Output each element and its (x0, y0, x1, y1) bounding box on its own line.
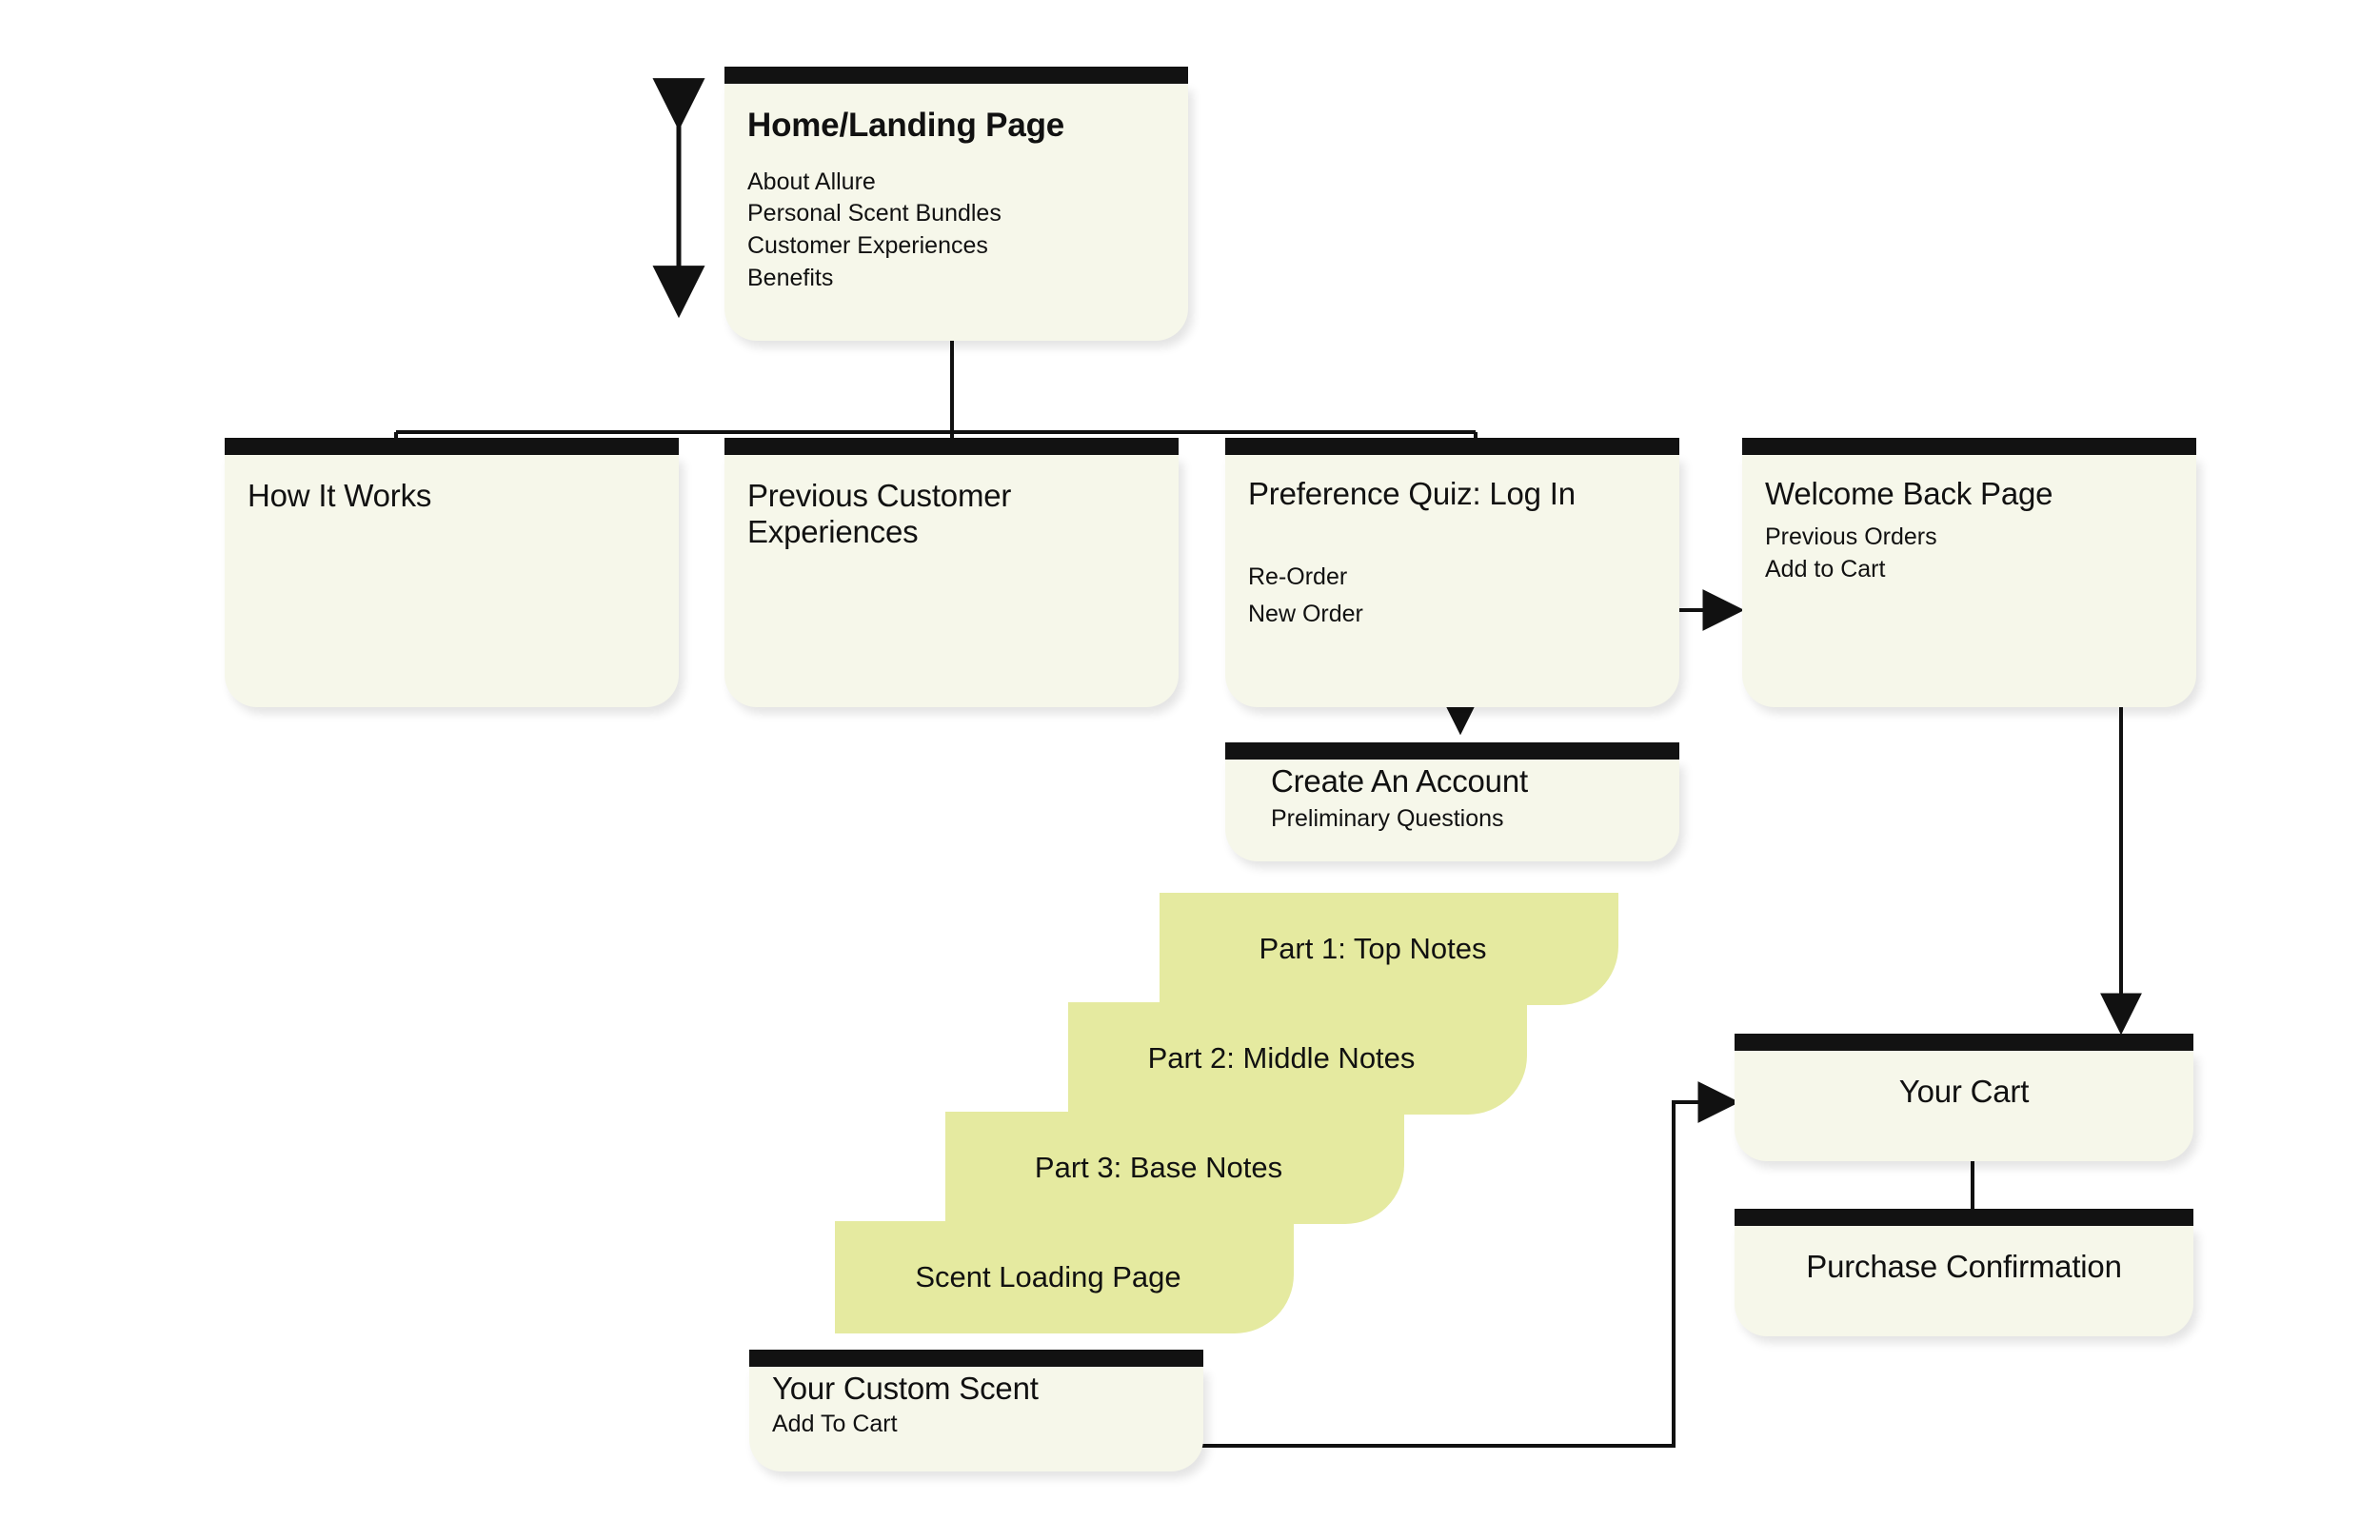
card-header-bar (1735, 1034, 2193, 1051)
home-to-row2-tree (394, 341, 1478, 440)
node-title: Your Custom Scent (772, 1371, 1039, 1406)
node-title: Preference Quiz: Log In (1248, 476, 1576, 511)
node-scent-loading-page[interactable]: Scent Loading Page (835, 1221, 1294, 1333)
node-title: Part 2: Middle Notes (1147, 1041, 1416, 1076)
node-part-1-top-notes[interactable]: Part 1: Top Notes (1160, 893, 1618, 1005)
node-title: Your Cart (1898, 1074, 2030, 1109)
node-how-it-works[interactable]: How It Works (225, 438, 679, 707)
node-item[interactable]: Personal Scent Bundles (747, 200, 1002, 227)
card-body (225, 455, 679, 707)
card-body (1225, 760, 1679, 861)
node-your-custom-scent[interactable]: Your Custom Scent Add To Cart (749, 1350, 1203, 1471)
node-item-new-order[interactable]: New Order (1248, 601, 1363, 627)
node-part-3-base-notes[interactable]: Part 3: Base Notes (945, 1112, 1404, 1224)
node-item-re-order[interactable]: Re-Order (1248, 563, 1348, 590)
card-header-bar (1225, 438, 1679, 455)
card-header-bar (724, 67, 1188, 84)
node-create-an-account[interactable]: Create An Account Preliminary Questions (1225, 742, 1679, 861)
node-welcome-back-page[interactable]: Welcome Back Page Previous Orders Add to… (1742, 438, 2196, 707)
node-title: Previous Customer Experiences (747, 478, 1012, 550)
card-header-bar (1225, 742, 1679, 760)
card-body (1735, 1051, 2193, 1161)
node-item-add-to-cart[interactable]: Add To Cart (772, 1411, 898, 1438)
card-header-bar (1735, 1209, 2193, 1226)
node-purchase-confirmation[interactable]: Purchase Confirmation (1735, 1209, 2193, 1336)
node-previous-customer-experiences[interactable]: Previous Customer Experiences (724, 438, 1179, 707)
node-title: Welcome Back Page (1765, 476, 2053, 511)
card-body (1735, 1226, 2193, 1336)
node-title: Scent Loading Page (915, 1260, 1181, 1294)
node-item-preliminary-questions[interactable]: Preliminary Questions (1271, 805, 1504, 833)
node-item-add-to-cart[interactable]: Add to Cart (1765, 556, 1886, 583)
node-title: Create An Account (1271, 763, 1528, 799)
node-title: Home/Landing Page (747, 107, 1065, 144)
node-item[interactable]: Benefits (747, 264, 834, 291)
node-item-previous-orders[interactable]: Previous Orders (1765, 523, 1937, 551)
card-header-bar (724, 438, 1179, 455)
node-title: How It Works (248, 478, 432, 513)
node-your-cart[interactable]: Your Cart (1735, 1034, 2193, 1161)
node-preference-quiz-log-in[interactable]: Preference Quiz: Log In Re-Order New Ord… (1225, 438, 1679, 707)
node-home-landing-page[interactable]: Home/Landing Page About Allure Personal … (724, 67, 1188, 341)
node-part-2-middle-notes[interactable]: Part 2: Middle Notes (1068, 1002, 1527, 1115)
node-title: Purchase Confirmation (1806, 1249, 2122, 1284)
card-header-bar (1742, 438, 2196, 455)
node-title: Part 1: Top Notes (1259, 932, 1487, 966)
node-item[interactable]: Customer Experiences (747, 232, 988, 260)
card-header-bar (225, 438, 679, 455)
node-title: Part 3: Base Notes (1034, 1151, 1283, 1185)
card-body (724, 455, 1179, 707)
card-body (724, 84, 1188, 341)
node-item[interactable]: About Allure (747, 168, 876, 195)
